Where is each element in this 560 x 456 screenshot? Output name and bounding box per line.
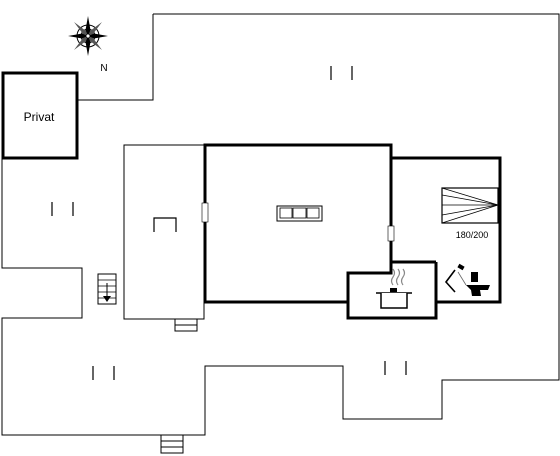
door-opening (387, 225, 395, 242)
living-room-walls (203, 143, 393, 304)
toilet-icon (466, 272, 490, 296)
kitchen-walls (346, 273, 438, 320)
bedroom-walls (391, 156, 502, 304)
compass-north-label: N (100, 63, 107, 74)
bed-size-label: 180/200 (456, 230, 489, 240)
shower-icon (444, 263, 467, 293)
terrace-connector (78, 14, 154, 101)
terrace-marker (51, 202, 74, 216)
terrace-marker (330, 66, 353, 80)
stairs-down-icon (97, 273, 117, 305)
table-icon (153, 217, 177, 232)
sofa-icon (276, 205, 323, 222)
cooking-pot-icon (376, 268, 412, 309)
terrace-marker (384, 361, 407, 375)
terrace-marker (92, 366, 115, 380)
terrace-outline (1, 13, 560, 436)
privat-label: Privat (24, 110, 55, 124)
privat-area (1, 71, 79, 160)
compass-rose-icon (68, 16, 108, 56)
entrance-steps-icon (174, 318, 198, 332)
entrance-steps-icon (160, 434, 184, 454)
double-bed-icon (441, 187, 499, 224)
left-room (123, 144, 205, 320)
window-icon (201, 202, 209, 223)
